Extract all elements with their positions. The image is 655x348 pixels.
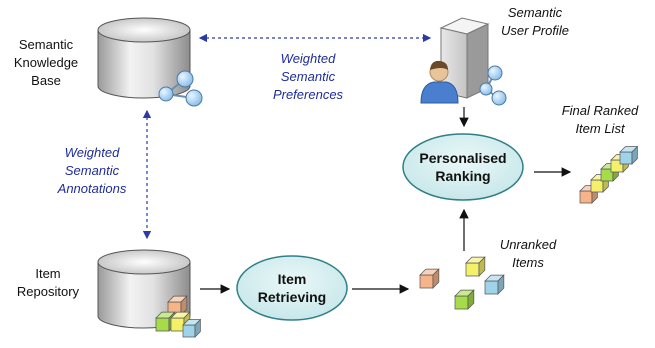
semantic-knowledge-base-label: Semantic Knowledge Base (13, 37, 79, 88)
server-icon (439, 17, 490, 99)
weighted-semantic-preferences-label: Weighted Semantic Preferences (272, 51, 344, 102)
repository-cube-icon (167, 295, 188, 316)
profile-ontology-graph-icon (479, 65, 507, 106)
knowledge-base-database-icon (97, 17, 191, 99)
ontology-graph-icon (158, 70, 203, 107)
unranked-cube-icon (454, 289, 475, 310)
unranked-cube-icon (419, 268, 440, 289)
semantic-user-profile-label: Semantic User Profile (501, 5, 569, 38)
unranked-cube-icon (465, 256, 486, 277)
personalised-ranking-text: Personalised Ranking (419, 150, 507, 184)
final-ranked-item-list-label: Final Ranked Item List (561, 103, 639, 136)
weighted-semantic-annotations-label: Weighted Semantic Annotations (57, 145, 127, 196)
item-repository-label: Item Repository (16, 266, 80, 299)
item-repository-database-icon (97, 249, 191, 329)
unranked-cube-icon (484, 274, 505, 295)
item-cubes (155, 145, 639, 338)
personalised-ranking-node (402, 133, 524, 201)
user-icon (420, 60, 459, 104)
item-retrieving-node (236, 255, 348, 321)
repository-cube-icon (182, 318, 202, 338)
ranked-cube-icon (619, 145, 639, 165)
item-retrieving-text: Item Retrieving (257, 271, 327, 305)
unranked-items-label: Unranked Items (499, 237, 557, 270)
